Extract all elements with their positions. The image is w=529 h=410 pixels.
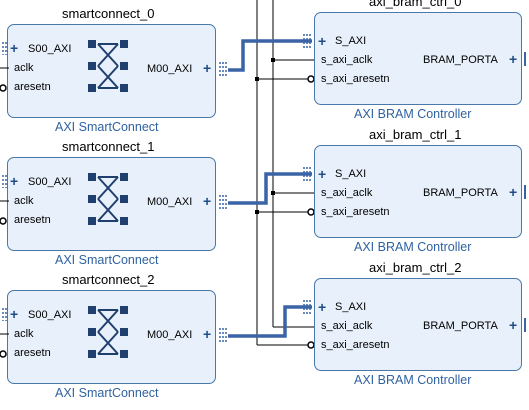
s-axi-expand-icon[interactable]: + xyxy=(318,299,327,315)
bram-ctrl-2-bram-porta-label: BRAM_PORTA xyxy=(423,320,498,332)
bram-ctrl-1-instance-name: axi_bram_ctrl_1 xyxy=(369,127,462,142)
smartconnect-2-m00-axi-label: M00_AXI xyxy=(147,329,193,341)
bus-stub-icon xyxy=(2,34,311,342)
bram-porta-expand-icon[interactable]: + xyxy=(509,184,518,200)
smartconnect-1-instance-name: smartconnect_1 xyxy=(62,139,155,154)
crossbar-icon xyxy=(88,173,128,225)
bram-ctrl-1-s-axi-aclk-label: s_axi_aclk xyxy=(321,187,373,199)
smartconnect-0-type-label: AXI SmartConnect xyxy=(55,120,159,134)
bram-ctrl-0-s-axi-aclk-label: s_axi_aclk xyxy=(321,54,373,66)
s-axi-expand-icon[interactable]: + xyxy=(318,33,327,49)
s-axi-expand-icon[interactable]: + xyxy=(318,166,327,182)
smartconnect-2-aclk-label: aclk xyxy=(14,328,34,340)
bram-ctrl-2-type-label: AXI BRAM Controller xyxy=(354,373,472,387)
bram-ctrl-1-bram-porta-label: BRAM_PORTA xyxy=(423,187,498,199)
s00-axi-expand-icon[interactable]: + xyxy=(10,40,19,56)
bram-ctrl-1-body[interactable]: + S_AXI s_axi_aclk s_axi_aresetn BRAM_PO… xyxy=(314,145,522,238)
smartconnect-1-s00-axi-label: S00_AXI xyxy=(28,176,72,188)
axi-bus-net-0[interactable] xyxy=(228,39,312,72)
crossbar-icon xyxy=(88,306,128,358)
smartconnect-2-type-label: AXI SmartConnect xyxy=(55,386,159,400)
bram-porta-expand-icon[interactable]: + xyxy=(509,51,518,67)
smartconnect-1-aclk-label: aclk xyxy=(14,195,34,207)
bram-ctrl-2-s-axi-label: S_AXI xyxy=(335,301,367,313)
smartconnect-1-aresetn-label: aresetn xyxy=(14,214,51,226)
bram-ctrl-2-s-axi-aresetn-label: s_axi_aresetn xyxy=(321,339,390,351)
smartconnect-2-s00-axi-label: S00_AXI xyxy=(28,309,72,321)
smartconnect-2-body[interactable]: + S00_AXI aclk aresetn M00_AXI + xyxy=(7,290,216,384)
smartconnect-1-body[interactable]: + S00_AXI aclk aresetn M00_AXI + xyxy=(7,157,216,251)
reset-net-junction-1 xyxy=(255,210,259,214)
reset-net-junction-0 xyxy=(255,77,259,81)
bram-ctrl-0-instance-name: axi_bram_ctrl_0 xyxy=(369,0,462,9)
m00-axi-expand-icon[interactable]: + xyxy=(203,326,212,342)
bram-ctrl-0-bram-porta-label: BRAM_PORTA xyxy=(423,54,498,66)
axi-bus-net-2[interactable] xyxy=(228,305,312,338)
smartconnect-0-s00-axi-label: S00_AXI xyxy=(28,43,72,55)
s00-axi-expand-icon[interactable]: + xyxy=(10,306,19,322)
bram-ctrl-0-s-axi-label: S_AXI xyxy=(335,35,367,47)
smartconnect-2-instance-name: smartconnect_2 xyxy=(62,272,155,287)
crossbar-icon xyxy=(88,40,128,92)
smartconnect-2-aresetn-label: aresetn xyxy=(14,347,51,359)
bram-ctrl-1-s-axi-aresetn-label: s_axi_aresetn xyxy=(321,206,390,218)
bram-ctrl-0-body[interactable]: + S_AXI s_axi_aclk s_axi_aresetn BRAM_PO… xyxy=(314,12,522,105)
smartconnect-0-aresetn-label: aresetn xyxy=(14,81,51,93)
smartconnect-0-m00-axi-label: M00_AXI xyxy=(147,63,193,75)
bram-ctrl-1-type-label: AXI BRAM Controller xyxy=(354,240,472,254)
clock-net-junction-0 xyxy=(271,58,275,62)
bram-ctrl-0-s-axi-aresetn-label: s_axi_aresetn xyxy=(321,73,390,85)
bram-ctrl-0-type-label: AXI BRAM Controller xyxy=(354,107,472,121)
axi-bus-net-1[interactable] xyxy=(228,172,312,205)
smartconnect-1-type-label: AXI SmartConnect xyxy=(55,253,159,267)
clock-net-junction-1 xyxy=(271,191,275,195)
smartconnect-1-m00-axi-label: M00_AXI xyxy=(147,196,193,208)
smartconnect-0-body[interactable]: + S00_AXI aclk aresetn M00_AXI + xyxy=(7,24,216,118)
bram-ctrl-2-s-axi-aclk-label: s_axi_aclk xyxy=(321,320,373,332)
s00-axi-expand-icon[interactable]: + xyxy=(10,173,19,189)
bram-ctrl-2-instance-name: axi_bram_ctrl_2 xyxy=(369,260,462,275)
bram-ctrl-1-s-axi-label: S_AXI xyxy=(335,168,367,180)
smartconnect-0-aclk-label: aclk xyxy=(14,62,34,74)
smartconnect-0-instance-name: smartconnect_0 xyxy=(62,6,155,21)
bram-porta-expand-icon[interactable]: + xyxy=(509,317,518,333)
m00-axi-expand-icon[interactable]: + xyxy=(203,60,212,76)
m00-axi-expand-icon[interactable]: + xyxy=(203,193,212,209)
bram-ctrl-2-body[interactable]: + S_AXI s_axi_aclk s_axi_aresetn BRAM_PO… xyxy=(314,278,522,371)
